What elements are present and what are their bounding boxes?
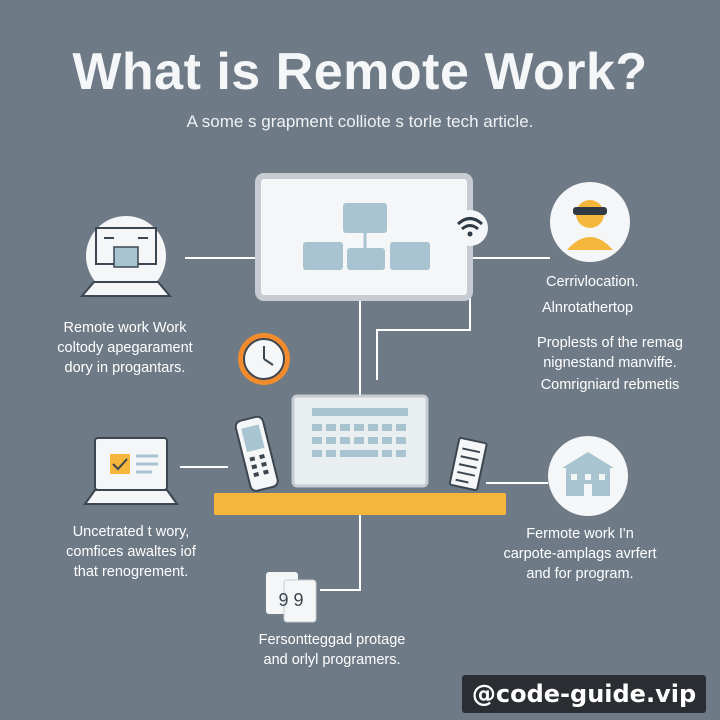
keyboard-icon	[291, 394, 429, 488]
connector-lines	[180, 257, 550, 591]
document-icon	[266, 572, 317, 623]
checklist-icon	[448, 437, 488, 492]
laptop-icon	[83, 437, 179, 505]
label-right-mid: Proplests of the remag nignestand manvif…	[537, 335, 683, 371]
clock-gear-icon	[238, 333, 290, 385]
desk-bar	[214, 493, 506, 515]
diagram-subtitle: A some s grapment colliote s torle tech …	[186, 112, 534, 131]
label-bottom-center: Fersontteggad protage and orlyl programe…	[258, 632, 406, 668]
label-top-right-b: Alnrotathertop	[542, 300, 634, 316]
avatar-icon	[550, 182, 630, 262]
building-icon	[548, 436, 628, 516]
watermark: @code-guide.vip	[462, 675, 706, 713]
connector-monitor-to-keyboard	[376, 290, 471, 380]
label-right-mid-b: Comrigniard rebmetis	[540, 377, 680, 393]
label-top-right-a: Cerrivlocation.	[546, 274, 639, 290]
document-icon-text: 9 9	[278, 590, 303, 610]
connector-document	[320, 515, 361, 591]
diagram-title: What is Remote Work?	[72, 43, 648, 101]
label-bottom-left: Uncetrated t wory, comfices awaltes iof …	[66, 524, 196, 580]
phone-icon	[234, 415, 279, 492]
monitor-icon	[255, 173, 473, 301]
wifi-icon	[452, 210, 488, 246]
label-bottom-right: Fermote work I'n carpote-amplags avrfert…	[503, 526, 657, 582]
workstation-icon	[79, 216, 173, 297]
label-top-left: Remote work Work coltody apegarament dor…	[57, 320, 193, 376]
